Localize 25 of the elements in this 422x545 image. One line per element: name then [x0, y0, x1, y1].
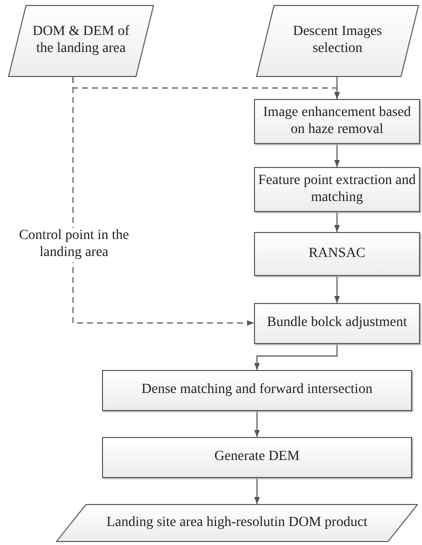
process-box [102, 370, 412, 411]
dashed-arrow [72, 77, 254, 326]
data-parallelogram [256, 5, 419, 77]
node-text: Descent Images selection [292, 24, 384, 58]
node-text: Generate DEM [213, 449, 301, 466]
arrow [254, 478, 260, 504]
node-text: Feature point extraction and matching [257, 172, 417, 206]
process-box [254, 232, 420, 276]
process-box [254, 167, 420, 212]
arrow [334, 212, 340, 232]
node-text: DOM & DEM of the landing area [32, 24, 130, 58]
process-box [254, 303, 420, 344]
node-text: Bundle bolck adjustment [266, 315, 408, 332]
process-box [102, 437, 412, 478]
arrow [254, 344, 338, 370]
node-text: Dense matching and forward intersection [140, 382, 374, 399]
process-box [254, 99, 420, 144]
node-text: RANSAC [308, 246, 366, 262]
arrow [334, 276, 340, 303]
data-parallelogram [56, 504, 418, 542]
arrow [334, 144, 340, 167]
node-text: Image enhancement based on haze removal [262, 104, 412, 138]
arrow [254, 411, 260, 437]
node-text: Landing site area high-resolutin DOM product [106, 514, 368, 532]
data-parallelogram [8, 5, 154, 77]
